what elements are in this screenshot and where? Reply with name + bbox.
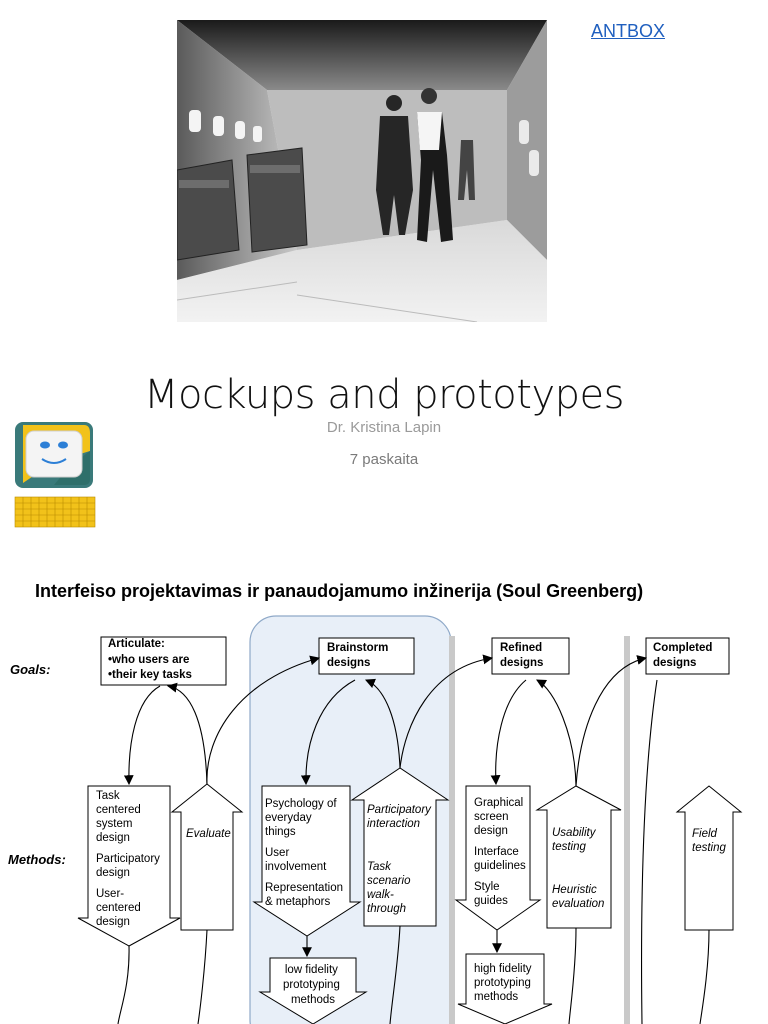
svg-text:Refined designs: Refined designs: [500, 642, 545, 669]
col2-down-arrow: Psychology of everyday things User invol…: [252, 785, 362, 937]
diagram-heading: Interfeiso projektavimas ir panaudojamum…: [35, 581, 644, 601]
svg-text:Task centered syst: Task centered system design Participator…: [96, 790, 163, 928]
svg-text:low fidelity prototyping: low fidelity prototyping methods: [283, 964, 343, 1006]
goal-refined-box: Refined designs: [491, 637, 570, 675]
svg-text:Evaluate: Evaluate: [186, 828, 231, 840]
col3-down-arrow: Graphical screen design Interface guidel…: [454, 785, 542, 931]
svg-text:Psychology of everyday: Psychology of everyday things User invol…: [265, 798, 346, 908]
col2-up-arrow: Participatory interaction Task scenario …: [350, 767, 450, 927]
svg-text:high fidelity prototypin: high fidelity prototyping methods: [474, 963, 535, 1003]
antbox-link[interactable]: ANTBOX: [591, 21, 666, 41]
slide-title: Mockups and prototypes: [144, 372, 624, 418]
svg-text:Brainstorm designs: Brainstorm designs: [327, 642, 392, 669]
slide-lecture-number: 7 paskaita: [349, 451, 419, 468]
col1-up-arrow: Evaluate: [170, 783, 244, 931]
goal-articulate-box: Articulate: •who users are •their key ta…: [100, 636, 227, 686]
svg-text:Field testing: Field testing: [692, 828, 726, 854]
svg-text:Usability testing: Usability testing Heuristic evaluation: [552, 827, 604, 910]
design-process-diagram: Goals: Methods: Articulate: •who users a…: [8, 615, 743, 1024]
svg-text:Participatory interactio: Participatory interaction Task scenario …: [367, 804, 434, 915]
svg-text:Completed designs: Completed designs: [653, 642, 716, 669]
column-separator: [624, 636, 630, 1024]
col4-up-arrow: Field testing: [675, 785, 743, 931]
svg-text:Articulate: •who users a: Articulate: •who users are •their key ta…: [108, 638, 193, 681]
goal-completed-box: Completed designs: [645, 637, 730, 675]
col3-up-arrow: Usability testing Heuristic evaluation: [535, 785, 622, 929]
goal-brainstorm-box: Brainstorm designs: [318, 637, 415, 675]
slide-author: Dr. Kristina Lapin: [326, 419, 442, 436]
methods-row-label: Methods:: [8, 852, 66, 867]
col1-down-arrow: Task centered system design Participator…: [77, 785, 181, 947]
aircraft-cabin-mockup-photo: [177, 20, 547, 322]
goals-row-label: Goals:: [10, 662, 50, 677]
column-separator: [449, 636, 455, 1024]
smiley-logo-icon: [14, 422, 96, 528]
connector-arrows: [117, 654, 710, 1024]
svg-text:Graphical screen d: Graphical screen design Interface guidel…: [474, 797, 529, 907]
low-fidelity-prototyping-arrow: low fidelity prototyping methods: [258, 957, 368, 1024]
high-fidelity-prototyping-arrow: high fidelity prototyping methods: [457, 953, 553, 1024]
